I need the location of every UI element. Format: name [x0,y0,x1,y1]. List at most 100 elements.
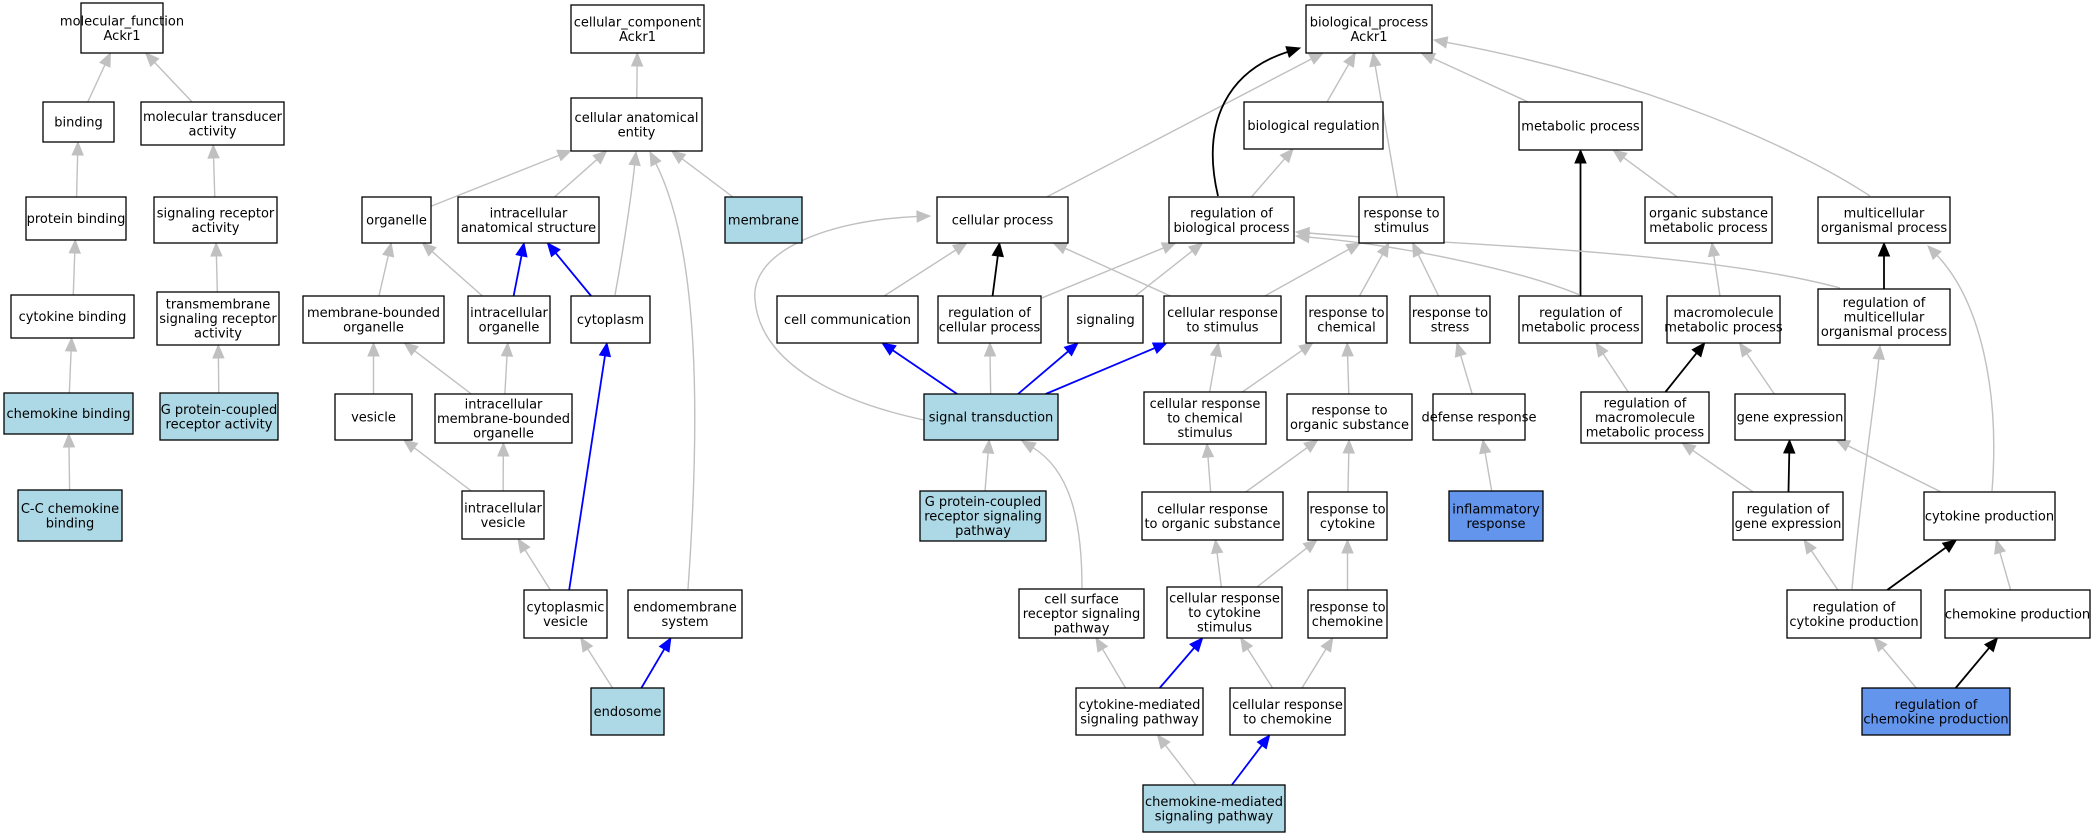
node-label: organismal process [1821,325,1947,340]
node-label: receptor signaling [1023,607,1141,622]
node-box [10,294,135,339]
node-label: cytokine production [1789,615,1918,630]
edge-endo-to-ems [640,636,672,689]
go-term-node[interactable]: cellular process [936,196,1069,244]
node-label: chemokine production [1945,608,2090,623]
node-box [1644,196,1773,244]
edge-rtcyt-to-rtos [1342,438,1356,493]
go-term-node[interactable]: cell communication [776,295,919,344]
go-term-node[interactable]: signal transduction [923,393,1059,441]
edge-io-to-org [421,242,483,297]
edge-st-to-crs [1045,342,1168,395]
node-label: signal transduction [929,411,1054,426]
edge-rtchem-to-rtcyt [1341,538,1354,590]
node-label: cellular response [1150,397,1261,412]
node-label: pathway [1054,622,1110,637]
node-label: metabolic process [1664,320,1783,335]
node-label: membrane-bounded [307,306,440,321]
node-box [156,291,280,346]
go-term-node[interactable]: cytokine production [1923,491,2056,541]
go-term-node[interactable]: biological regulation [1243,101,1384,150]
edge-sig-to-regbp [1134,242,1204,297]
edge-iv-to-imbo [497,441,510,492]
node-box [1666,295,1781,344]
node-box [1409,295,1491,344]
node-label: cellular_component [574,15,702,30]
go-term-node[interactable]: cytokine binding [10,294,135,339]
node-box [1168,196,1295,244]
edge-cros-to-crcs [1201,442,1215,493]
node-box [1286,393,1413,441]
edge-sra-to-mta [207,143,220,198]
node-label: cellular process [952,214,1054,229]
edge-pb-to-binding [71,140,84,198]
go-term-node[interactable]: binding [42,101,115,143]
go-term-node[interactable]: protein binding [25,196,127,241]
go-term-node[interactable]: cytoplasm [570,295,651,344]
go-term-node[interactable]: organelle [361,196,432,244]
go-term-node[interactable]: chemokine binding [3,392,134,435]
go-term-node[interactable]: signaling [1067,295,1144,344]
go-term-node[interactable]: metabolic process [1518,101,1643,151]
go-term-node[interactable]: defense response [1421,393,1537,441]
node-label: cellular response [1232,698,1343,713]
node-box [570,4,705,54]
edge-cmsp-to-csrsp [1095,636,1127,689]
go-term-node[interactable]: endosome [590,687,665,736]
go-term-node[interactable]: gene expression [1734,393,1846,441]
node-label: to cytokine [1188,606,1260,621]
node-box [140,101,285,146]
node-label: endosome [594,705,662,720]
node-box [1861,687,2011,736]
node-box [3,392,134,435]
go-term-node[interactable]: chemokine production [1944,589,2091,639]
go-term-node[interactable]: membrane [724,196,803,244]
go-term-node[interactable]: vesicle [334,393,413,441]
